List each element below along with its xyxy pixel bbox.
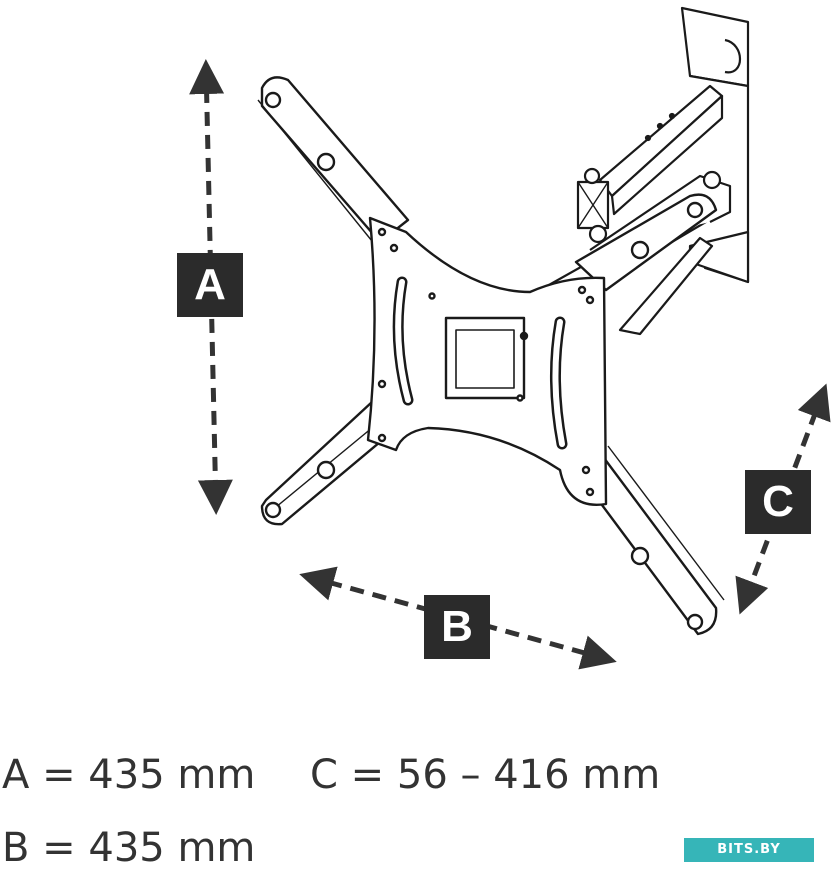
measurement-b: B = 435 mm (2, 825, 256, 871)
watermark-logo: BITS.BY (684, 838, 814, 862)
dimension-label-a: A (177, 253, 243, 317)
dimension-label-c: C (745, 470, 811, 534)
measurement-a: A = 435 mm (2, 752, 256, 798)
dimension-b-arrow (299, 566, 617, 670)
dimension-a-arrow (189, 59, 233, 515)
dimension-label-b: B (424, 595, 490, 659)
vesa-plate (257, 76, 725, 636)
measurement-c: C = 56 – 416 mm (310, 752, 661, 798)
tv-wall-mount-drawing (189, 6, 831, 670)
